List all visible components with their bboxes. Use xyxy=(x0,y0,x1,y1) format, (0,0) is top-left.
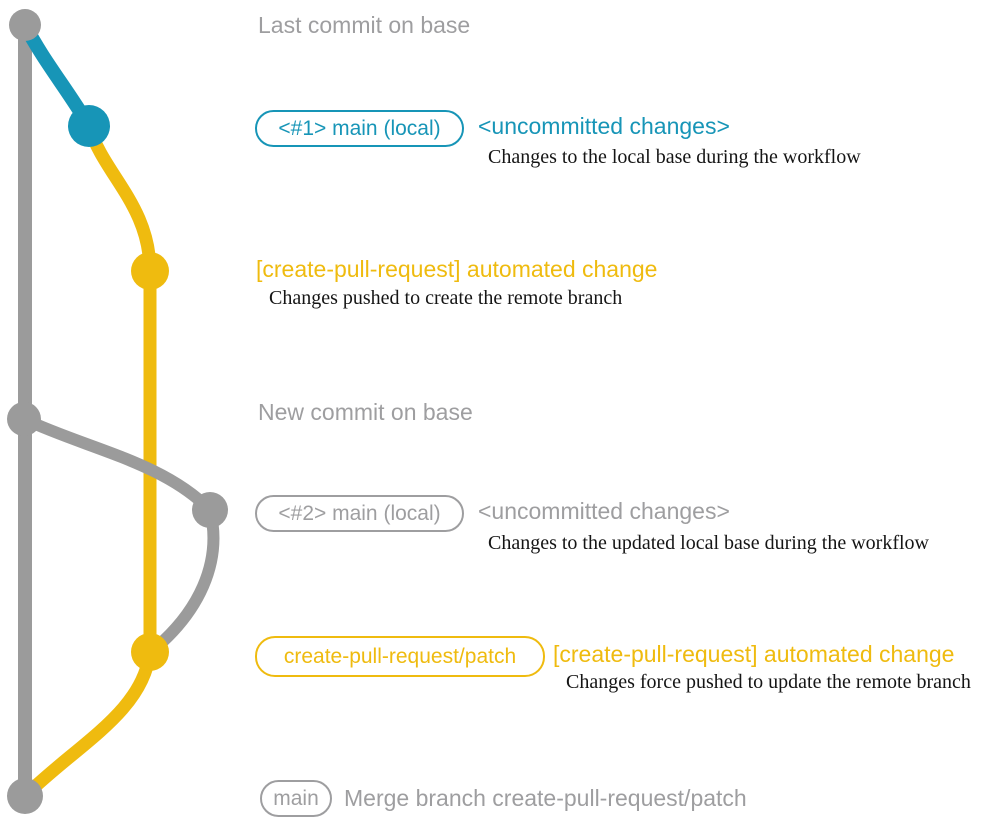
automated-change-heading-2: [create-pull-request] automated change xyxy=(553,641,955,667)
commit-dot-local2 xyxy=(192,492,228,528)
branch-badge-main-local-1: <#1> main (local) xyxy=(255,110,464,147)
caption-force-pushed-update-branch: Changes force pushed to update the remot… xyxy=(566,671,971,693)
branch-local2-curve-out xyxy=(18,413,216,516)
branch-badge-main: main xyxy=(260,780,332,817)
branch-badge-create-pull-request-patch: create-pull-request/patch xyxy=(255,636,545,677)
branch-badge-main-local-2: <#2> main (local) xyxy=(255,495,464,532)
commit-dot-patch-2 xyxy=(131,633,169,671)
branch-badge-label: <#1> main (local) xyxy=(278,116,441,140)
uncommitted-changes-heading-2: <uncommitted changes> xyxy=(478,498,730,524)
branch-patch-curve-top xyxy=(82,119,157,278)
branch-badge-label: <#2> main (local) xyxy=(278,501,441,525)
commit-dot-local1 xyxy=(68,105,110,147)
new-commit-label: New commit on base xyxy=(258,399,473,425)
branch-patch-merge-curve xyxy=(18,645,157,803)
commit-dot-patch-1 xyxy=(131,252,169,290)
caption-local-base-changes: Changes to the local base during the wor… xyxy=(488,146,861,168)
caption-pushed-create-branch: Changes pushed to create the remote bran… xyxy=(269,287,623,309)
uncommitted-changes-heading-1: <uncommitted changes> xyxy=(478,113,730,139)
merge-commit-label: Merge branch create-pull-request/patch xyxy=(344,785,747,811)
caption-updated-local-base-changes: Changes to the updated local base during… xyxy=(488,532,929,554)
branch-badge-label: main xyxy=(273,786,319,810)
commit-dot-new-base xyxy=(7,402,41,436)
automated-change-heading-1: [create-pull-request] automated change xyxy=(256,256,658,282)
branch-local2-curve-in xyxy=(146,504,220,657)
commit-dot-merge xyxy=(7,778,43,814)
branch-badge-label: create-pull-request/patch xyxy=(283,644,517,668)
last-commit-label: Last commit on base xyxy=(258,12,471,38)
commit-dot-last-base xyxy=(9,9,41,41)
